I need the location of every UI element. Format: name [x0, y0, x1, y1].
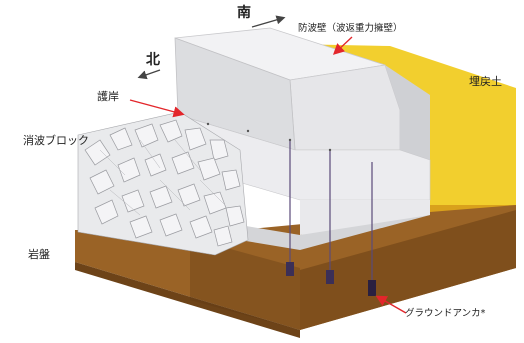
- label-bedrock: 岩盤: [28, 248, 50, 261]
- label-north: 北: [146, 52, 160, 68]
- label-ground-anchor: グラウンドアンカ*: [405, 308, 486, 319]
- compass-arrows: [137, 15, 286, 80]
- ground-anchors: [206, 122, 376, 296]
- label-south: 南: [237, 5, 251, 21]
- callout-arrows: [129, 36, 407, 314]
- bedrock-ground: [75, 205, 516, 338]
- label-revetment: 護岸: [97, 90, 119, 103]
- label-wave-wall: 防波壁（波返重力擁壁）: [298, 23, 403, 34]
- wave-dissipating-blocks: [77, 111, 249, 256]
- label-backfill: 埋戻土: [469, 75, 502, 88]
- label-wave-block: 消波ブロック: [23, 134, 89, 147]
